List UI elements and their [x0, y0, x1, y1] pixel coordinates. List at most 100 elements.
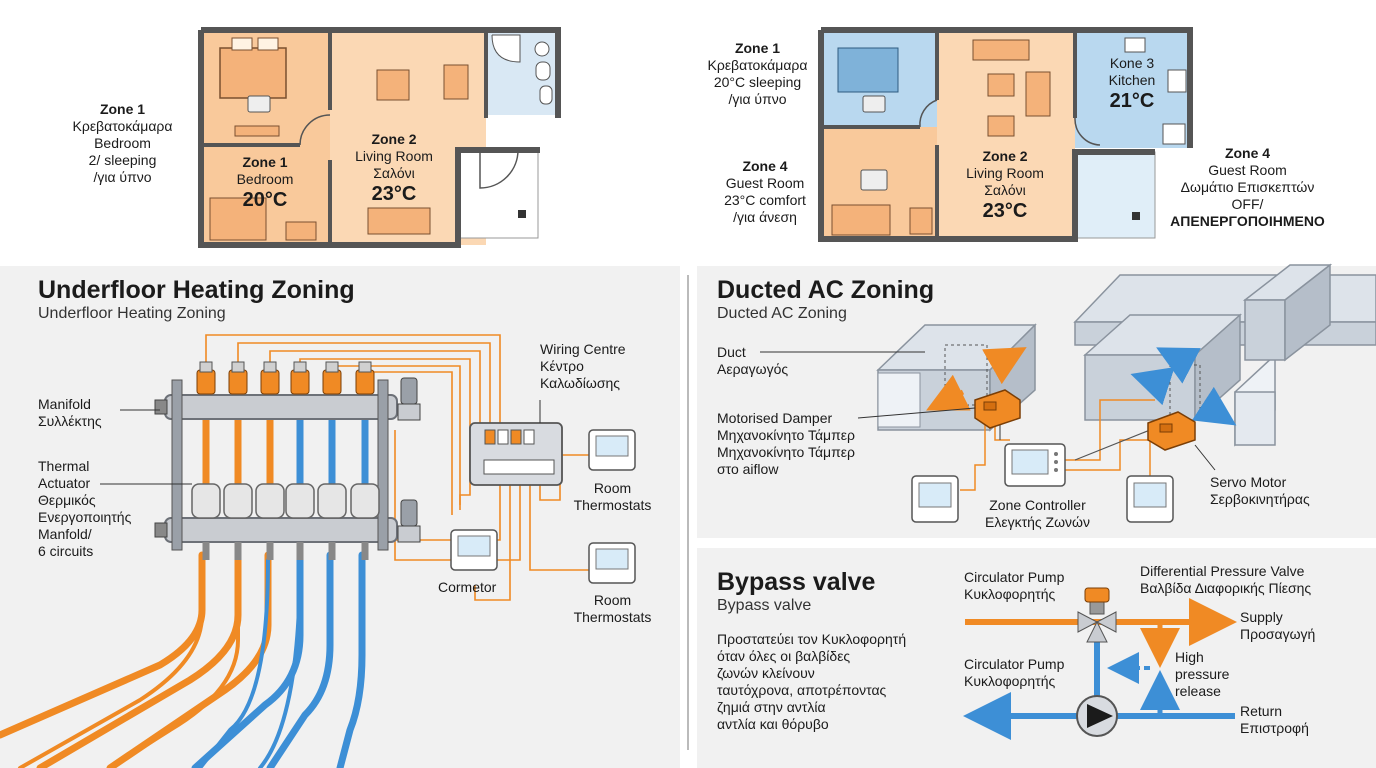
zone-sub: Living Room [355, 148, 433, 164]
desk-icon [234, 125, 280, 137]
zone-temp: 23°C [982, 200, 1028, 222]
walls-inner [201, 30, 488, 245]
valve-icon [397, 403, 421, 421]
entry-area [457, 149, 539, 239]
zone1-side-line: Κρεβατοκάμαρα [72, 118, 173, 134]
thermostat-line: Thermostats [573, 497, 652, 513]
damper-label: Motorised Damper Μηχανοκίνητο Τάμπερ Μηχ… [717, 410, 855, 478]
manifold-bottom-bar [164, 517, 398, 543]
toilet-icon [535, 61, 551, 81]
wire [237, 342, 491, 425]
bypass-description: Προστατεύει τον Κυκλοφορητή όταν όλες οι… [717, 631, 906, 733]
pipe-return-loop [198, 558, 270, 768]
manifold-cap [154, 399, 168, 415]
high-line: High [1175, 649, 1204, 665]
actuator-label: Thermal Actuator Θερμικός Ενεργοποιητής … [38, 458, 131, 560]
zone4-side-line: OFF/ [1231, 196, 1264, 212]
supply-label: Supply Προσαγωγή [1240, 609, 1315, 643]
return-line: Επιστροφή [1240, 720, 1309, 736]
walls-inner [821, 30, 1077, 239]
pump-line: Κυκλοφορητής [964, 586, 1056, 602]
actuator-icon [191, 483, 221, 519]
manifold [154, 377, 421, 551]
actuator-line: 6 circuits [38, 543, 94, 559]
return-label: Return Επιστροφή [1240, 703, 1309, 737]
floorplan-right [818, 27, 1193, 242]
zone1-side-line: Zone 1 [99, 101, 146, 117]
wiring-line: Κέντρο [540, 358, 584, 374]
zone-name: Zone 2 [982, 148, 1028, 164]
zone4-side-line: ΑΠΕΝΕΡΓΟΠΟΙΗΜΕΝΟ [1170, 213, 1325, 229]
leader-lines [100, 400, 541, 485]
airflow-arrows [926, 347, 1237, 426]
duct-line: Αεραγωγός [717, 361, 789, 377]
damper-line: στο aiflow [717, 461, 779, 477]
dpv-line: Differential Pressure Valve [1140, 563, 1305, 579]
air-vent-icon [400, 499, 418, 527]
pipe-flow-loop [18, 558, 204, 768]
zone4-side-line: Guest Room [1208, 162, 1287, 178]
terminal-icon [484, 429, 496, 445]
actuator-icon [285, 483, 315, 519]
actuator-icon [255, 483, 285, 519]
table-icon [987, 73, 1015, 97]
zone-sub: Living Room [966, 165, 1044, 181]
shower-icon [491, 34, 521, 63]
fridge-icon [1162, 123, 1186, 145]
thermostat-icon [860, 169, 888, 191]
bypass-title: Bypass valve [717, 568, 876, 596]
pipe-flow-3 [106, 551, 272, 768]
bypass-panel [697, 548, 1376, 768]
dpv-actuator [1084, 587, 1110, 603]
ducted-subtitle: Ducted AC Zoning [717, 305, 847, 322]
dining-table-icon [443, 64, 469, 100]
thermostat-line: Room [593, 592, 632, 608]
zone4-side-line: Zone 4 [742, 158, 788, 174]
zone-sub: Σαλόνι [984, 182, 1026, 198]
pipe-flow-2 [36, 551, 242, 768]
actuator-icon [350, 483, 380, 519]
bed-icon [837, 47, 899, 93]
stove-icon [1167, 69, 1187, 93]
description-line: αντλία και θόρυβο [717, 716, 829, 732]
controller-line: Zone Controller [989, 497, 1086, 513]
sofa-icon [367, 207, 431, 235]
actuator-icon [223, 483, 253, 519]
zone-name: Kone 3 [1109, 55, 1155, 71]
zone4-side-line: /για άνεση [733, 209, 797, 225]
zone-temp: 21°C [1109, 90, 1155, 112]
pump-line: Circulator Pump [964, 569, 1065, 585]
dining-table-icon [376, 69, 410, 101]
return-line: Return [1240, 703, 1283, 719]
wire [394, 430, 501, 541]
pillow-icon [231, 37, 253, 51]
zone-sub: Σαλόνι [373, 165, 415, 181]
zone4-side-label-left: Zone 4 Guest Room 23°C comfort /για άνεσ… [705, 158, 825, 226]
high-line: pressure [1175, 666, 1230, 682]
pillow-icon [257, 37, 279, 51]
pump-label-mid: Circulator Pump Κυκλοφορητής [964, 656, 1064, 690]
bed-icon [219, 47, 287, 99]
zone4-side-label-right: Zone 4 Guest Room Δωμάτιο Επισκεπτών OFF… [1160, 145, 1335, 230]
manifold-cap [154, 522, 168, 538]
manifold-line: Manifold [38, 396, 91, 412]
bypass-subtitle: Bypass valve [717, 597, 812, 614]
zone1-side-line: Zone 1 [734, 40, 781, 56]
pipe-return-2 [266, 551, 334, 768]
zone1-side-label-right: Zone 1 Κρεβατοκάμαρα 20°C sleeping /για … [695, 40, 820, 108]
actuator-icon [317, 483, 347, 519]
thermostats-underfloor [450, 429, 636, 584]
sofa-icon [972, 39, 1030, 61]
zone-controller-label: Zone Controller Ελεγκτής Ζωνών [975, 497, 1100, 531]
zone1-side-line: /για ύπνο [93, 169, 152, 185]
zone1-side-line: 2/ sleeping [88, 152, 157, 168]
wire [269, 350, 481, 425]
bypass-diagram [963, 587, 1237, 740]
supply-line: Supply [1240, 609, 1283, 625]
manifold-line: Συλλέκτης [38, 413, 102, 429]
zone1-side-line: Κρεβατοκάμαρα [707, 57, 808, 73]
entry-tiles [1074, 151, 1156, 239]
switch-icon [518, 210, 526, 218]
sofa-icon [1025, 71, 1051, 117]
pump-line: Circulator Pump [964, 656, 1065, 672]
